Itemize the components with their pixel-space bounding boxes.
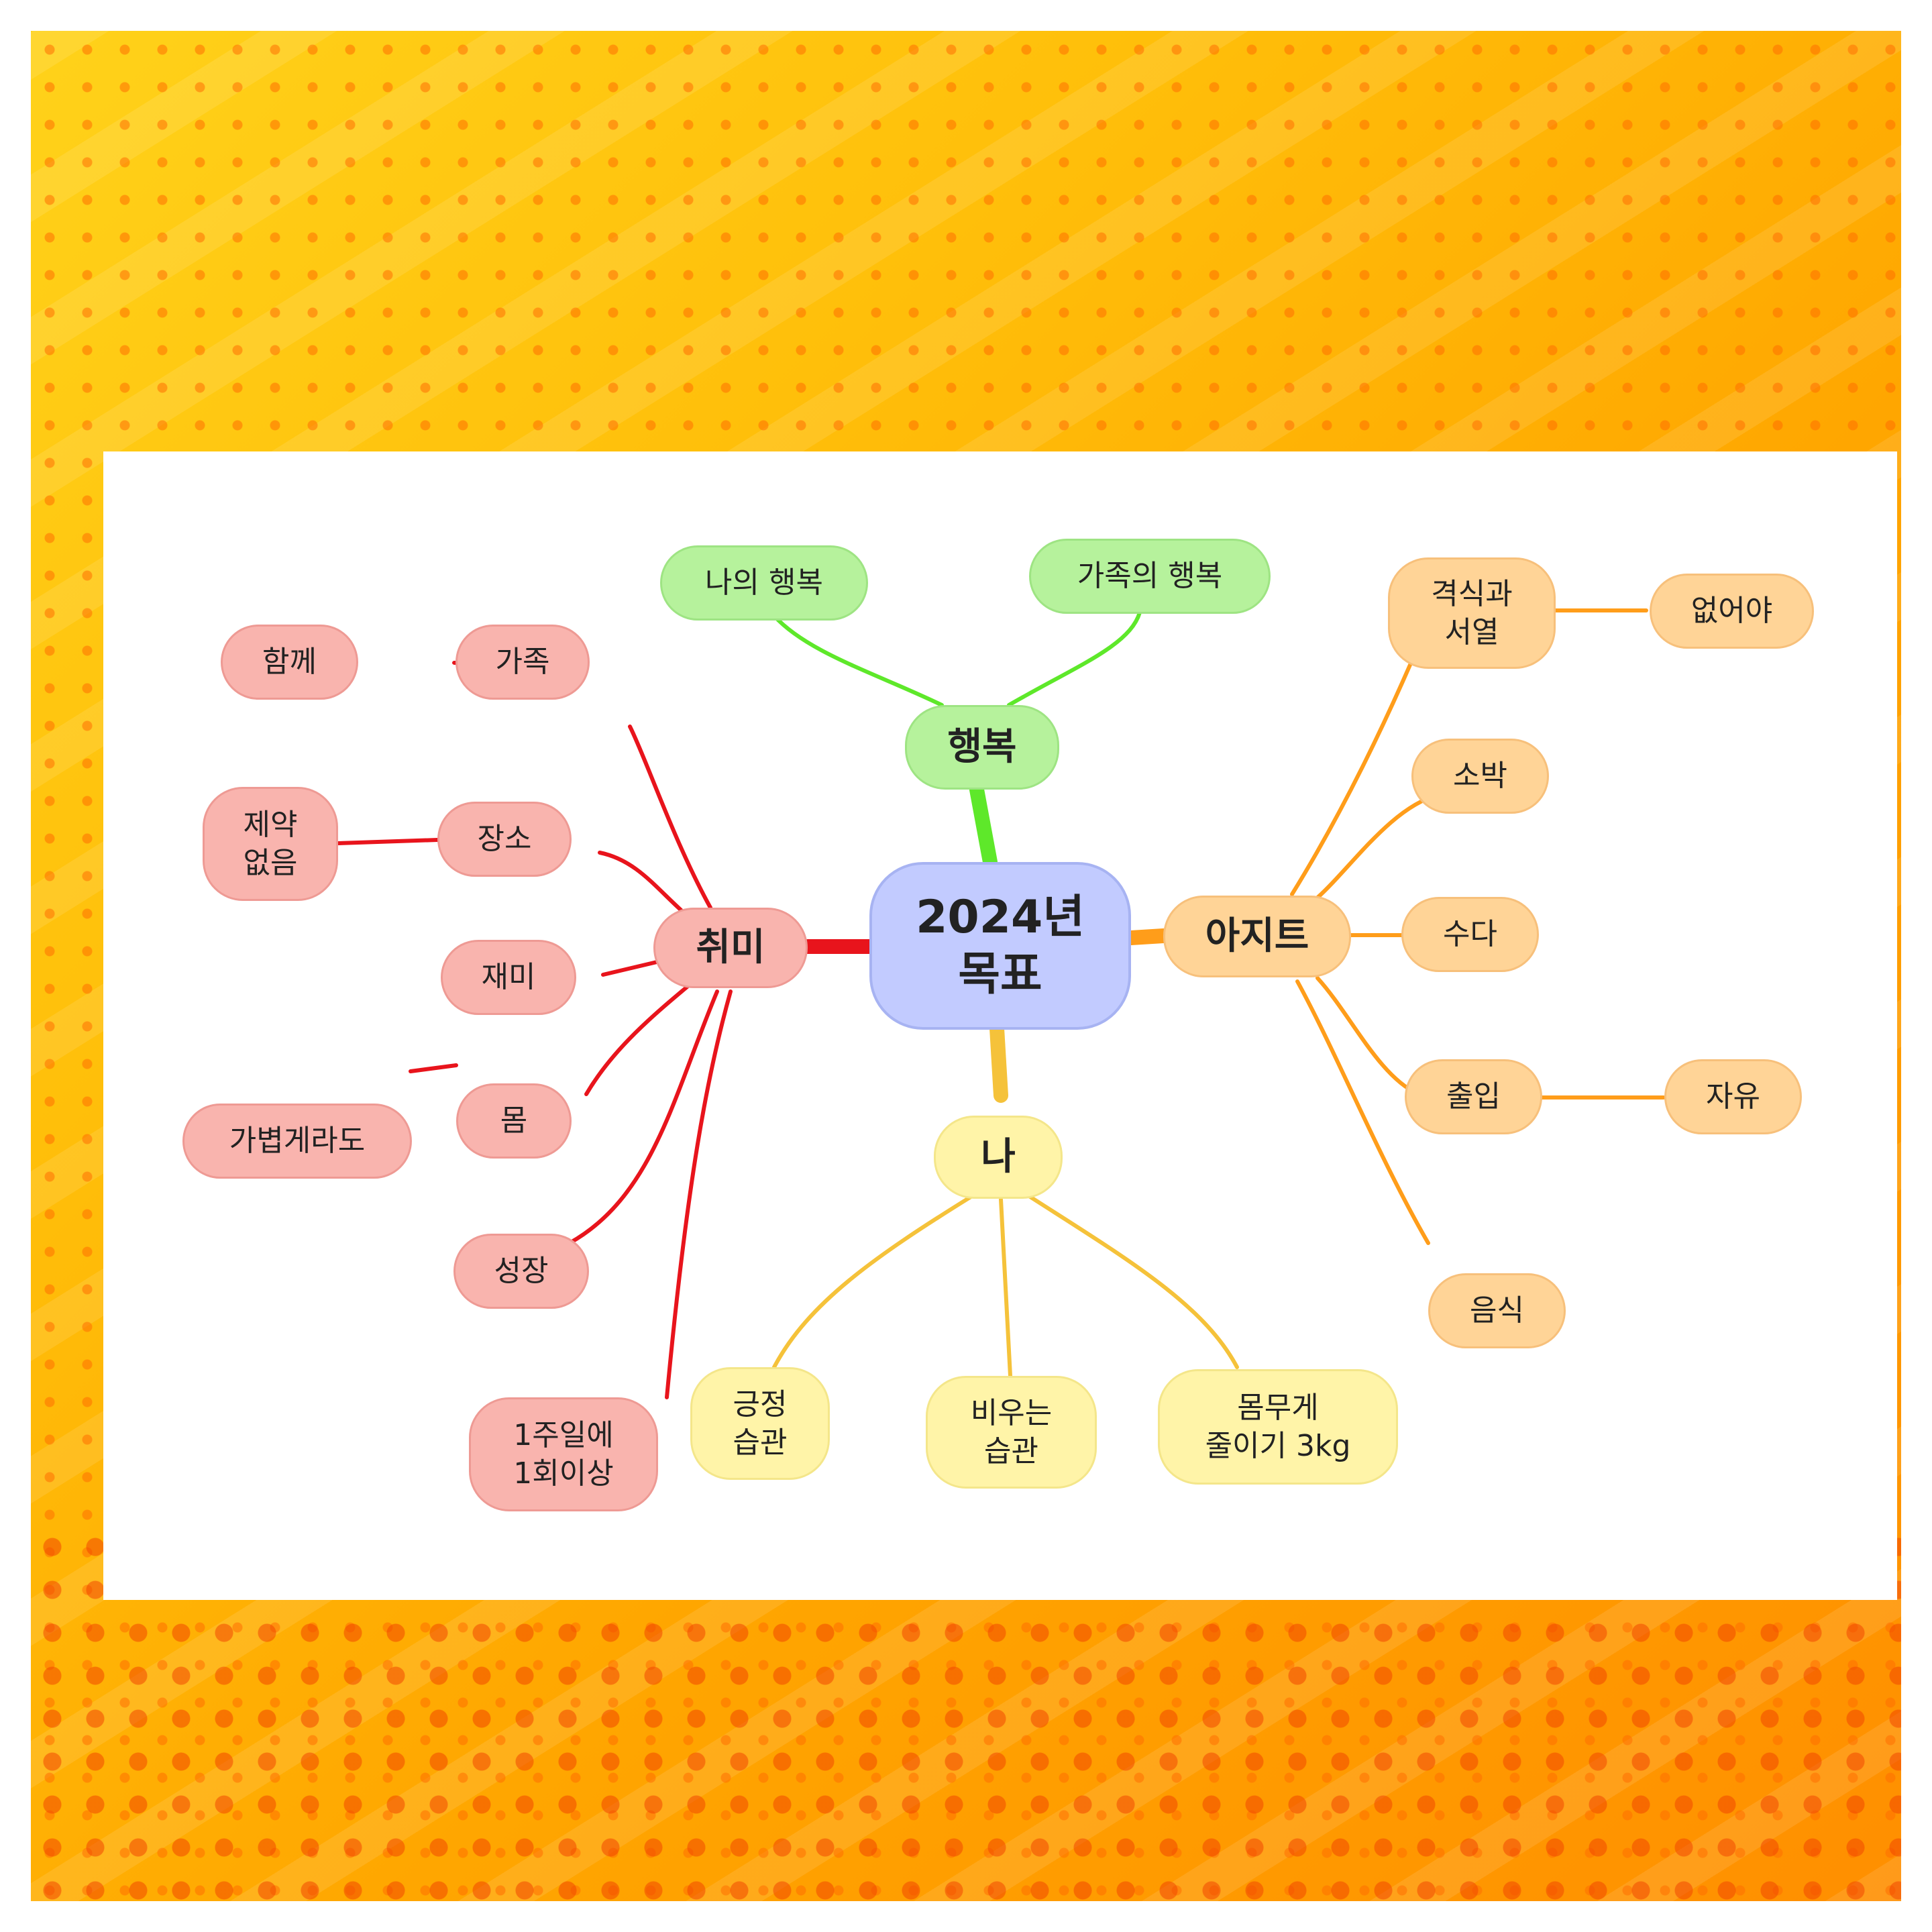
edge-hideout-food bbox=[1295, 979, 1430, 1245]
node-hobby-family[interactable]: 가족 bbox=[455, 625, 590, 700]
leaf-together[interactable]: 함께 bbox=[221, 625, 358, 700]
edge-hobby-family bbox=[628, 724, 712, 910]
node-hobby-growth[interactable]: 성장 bbox=[453, 1234, 589, 1309]
mindmap-canvas: 2024년 목표 행복 나의 행복 가족의 행복 취미 가족 함께 장소 제약 … bbox=[103, 451, 1897, 1600]
node-chat[interactable]: 수다 bbox=[1401, 897, 1539, 972]
node-simple[interactable]: 소박 bbox=[1411, 739, 1549, 814]
edge-center-hideout bbox=[1124, 928, 1171, 945]
edge-hideout-formality bbox=[1290, 647, 1419, 896]
node-lose-weight[interactable]: 몸무게 줄이기 3kg bbox=[1158, 1369, 1398, 1485]
node-hobby-body[interactable]: 몸 bbox=[456, 1083, 572, 1159]
background-frame: 2024년 목표 행복 나의 행복 가족의 행복 취미 가족 함께 장소 제약 … bbox=[31, 31, 1901, 1901]
edge-hideout-access bbox=[1316, 976, 1420, 1096]
leaf-free[interactable]: 자유 bbox=[1664, 1059, 1802, 1134]
node-hobby-weekly[interactable]: 1주일에 1회이상 bbox=[469, 1397, 658, 1511]
leaf-no-limit[interactable]: 제약 없음 bbox=[203, 787, 338, 901]
edge-place-nolimit bbox=[336, 838, 439, 845]
node-my-happiness[interactable]: 나의 행복 bbox=[660, 545, 868, 621]
node-hobby-fun[interactable]: 재미 bbox=[441, 940, 576, 1015]
node-family-happiness[interactable]: 가족의 행복 bbox=[1029, 539, 1271, 614]
edge-center-happiness bbox=[969, 782, 998, 869]
node-food[interactable]: 음식 bbox=[1428, 1273, 1566, 1348]
edge-hideout-simple bbox=[1316, 793, 1440, 900]
edge-me-empty bbox=[999, 1197, 1012, 1378]
edge-hobby-body bbox=[584, 979, 696, 1096]
edge-hobby-weekly bbox=[665, 989, 733, 1399]
leaf-none-needed[interactable]: 없어야 bbox=[1650, 574, 1814, 649]
branch-me[interactable]: 나 bbox=[934, 1116, 1063, 1199]
edge-center-me bbox=[989, 1021, 1008, 1103]
node-positive-habit[interactable]: 긍정 습관 bbox=[690, 1367, 830, 1480]
branch-hobby[interactable]: 취미 bbox=[653, 908, 808, 988]
branch-hideout[interactable]: 아지트 bbox=[1163, 896, 1351, 977]
branch-happiness[interactable]: 행복 bbox=[905, 705, 1059, 790]
node-access[interactable]: 출입 bbox=[1405, 1059, 1542, 1134]
edge-me-positive bbox=[772, 1194, 974, 1369]
node-emptying-habit[interactable]: 비우는 습관 bbox=[926, 1376, 1097, 1489]
leaf-lightly[interactable]: 가볍게라도 bbox=[182, 1104, 412, 1179]
center-node[interactable]: 2024년 목표 bbox=[869, 862, 1131, 1030]
edge-happiness-my bbox=[772, 614, 944, 707]
edge-body-lightly bbox=[409, 1063, 458, 1073]
node-formality[interactable]: 격식과 서열 bbox=[1388, 557, 1556, 669]
edge-me-weight bbox=[1027, 1194, 1239, 1369]
node-hobby-place[interactable]: 장소 bbox=[437, 802, 572, 877]
edge-happiness-family bbox=[1007, 610, 1142, 707]
mindmap-edges bbox=[336, 608, 1666, 1399]
edge-hobby-growth bbox=[568, 989, 719, 1245]
